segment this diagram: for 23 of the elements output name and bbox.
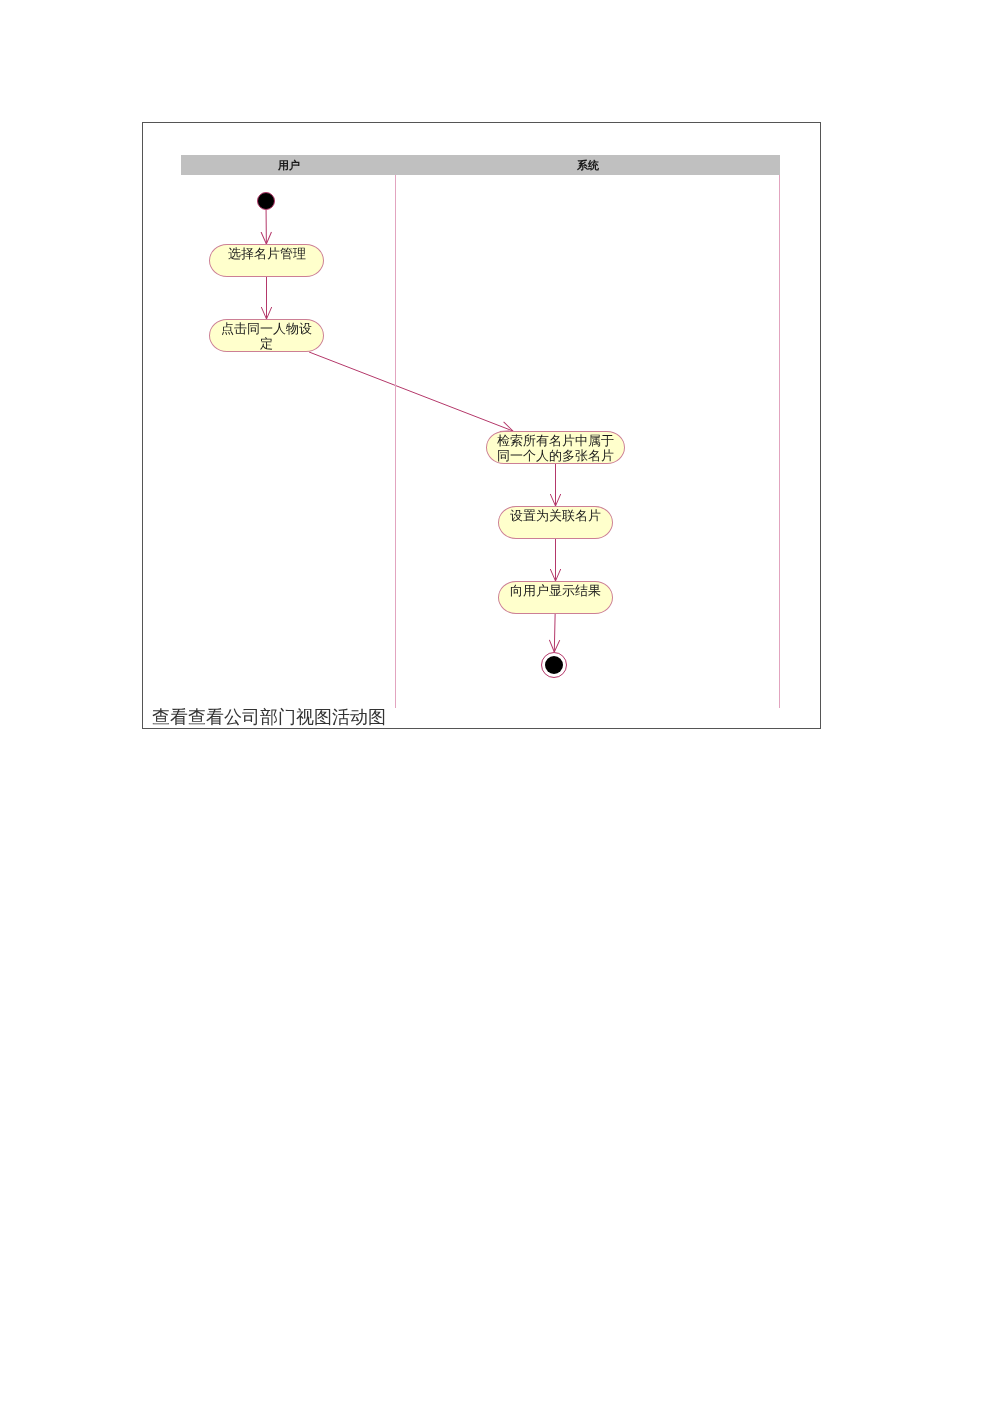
diagram-caption: 查看查看公司部门视图活动图 (152, 707, 386, 727)
activity-text: 选择名片管理 (227, 246, 306, 261)
activity-node (209, 244, 324, 277)
lane-header: 系统 (396, 155, 780, 175)
activity-node (486, 431, 625, 464)
swimlane (181, 155, 396, 708)
arrow (260, 276, 273, 320)
lane-header: 用户 (181, 155, 396, 175)
swimlane (396, 155, 780, 708)
filled-circle (257, 192, 275, 210)
arrow (308, 351, 514, 432)
activity-text: 检索所有名片中属于同一个人的多张名片 (496, 433, 615, 463)
activity-text: 向用户显示结果 (510, 583, 601, 598)
activity-node (498, 506, 613, 539)
activity-text: 点击同一人物设定 (220, 321, 313, 351)
arrow (549, 463, 562, 507)
arrow (548, 613, 561, 653)
activity-text: 设置为关联名片 (510, 508, 601, 523)
arrow (260, 209, 272, 245)
activity-node (498, 581, 613, 614)
arrow (549, 538, 562, 582)
activity-node (209, 319, 324, 352)
bullseye-circle (541, 652, 567, 678)
